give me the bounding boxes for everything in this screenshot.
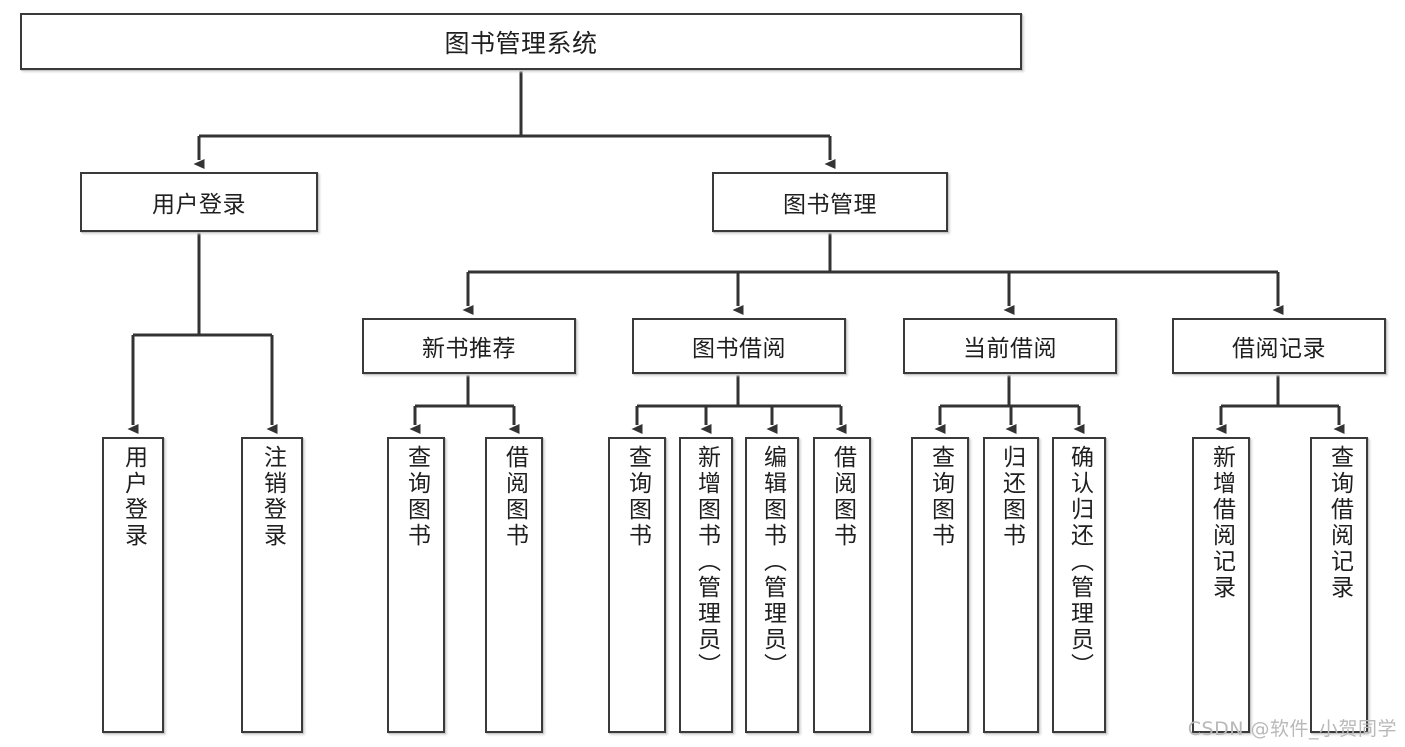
branch-node-current-borrow-label: 当前借阅 <box>963 336 1057 362</box>
leaf-node-leaf-user-logout[interactable]: 注销登录 <box>241 437 303 733</box>
branch-node-user-login[interactable]: 用户登录 <box>80 172 318 232</box>
branch-node-user-login-label: 用户登录 <box>152 192 246 218</box>
root-node-system-label: 图书管理系统 <box>444 28 598 58</box>
branch-node-book-management[interactable]: 图书管理 <box>712 172 948 232</box>
branch-node-current-borrow[interactable]: 当前借阅 <box>903 318 1117 374</box>
branch-node-borrow-record-label: 借阅记录 <box>1232 336 1326 362</box>
leaf-node-leaf-query-book-3-label: 查询图书 <box>927 445 954 549</box>
branch-node-new-book-recommend[interactable]: 新书推荐 <box>362 318 576 374</box>
branch-node-book-borrow[interactable]: 图书借阅 <box>632 318 846 374</box>
leaf-node-leaf-add-book-label: 新增图书（管理员） <box>693 445 720 679</box>
leaf-node-leaf-user-login-label: 用户登录 <box>120 445 147 549</box>
branch-node-book-borrow-label: 图书借阅 <box>692 336 786 362</box>
csdn-watermark: CSDN @软件_小贺同学 <box>1187 718 1397 740</box>
leaf-node-leaf-edit-book[interactable]: 编辑图书（管理员） <box>745 437 799 733</box>
leaf-node-leaf-borrow-book-2-label: 借阅图书 <box>829 445 856 549</box>
leaf-node-leaf-borrow-book-1[interactable]: 借阅图书 <box>485 437 543 733</box>
leaf-node-leaf-query-book-1[interactable]: 查询图书 <box>387 437 445 733</box>
branch-node-new-book-recommend-label: 新书推荐 <box>422 336 516 362</box>
leaf-node-leaf-confirm-return[interactable]: 确认归还（管理员） <box>1052 437 1106 733</box>
leaf-node-leaf-return-book-label: 归还图书 <box>998 445 1025 549</box>
leaf-node-leaf-add-book[interactable]: 新增图书（管理员） <box>679 437 733 733</box>
root-node-system[interactable]: 图书管理系统 <box>20 13 1022 70</box>
leaf-node-leaf-add-record[interactable]: 新增借阅记录 <box>1192 437 1250 733</box>
leaf-node-leaf-user-logout-label: 注销登录 <box>259 445 286 549</box>
leaf-node-leaf-add-record-label: 新增借阅记录 <box>1208 445 1235 601</box>
leaf-node-leaf-user-login[interactable]: 用户登录 <box>102 437 164 733</box>
leaf-node-leaf-query-book-2-label: 查询图书 <box>624 445 651 549</box>
leaf-node-leaf-query-record[interactable]: 查询借阅记录 <box>1310 437 1368 733</box>
leaf-node-leaf-confirm-return-label: 确认归还（管理员） <box>1066 445 1093 679</box>
leaf-node-leaf-query-book-1-label: 查询图书 <box>403 445 430 549</box>
leaf-node-leaf-borrow-book-2[interactable]: 借阅图书 <box>813 437 871 733</box>
leaf-node-leaf-query-record-label: 查询借阅记录 <box>1326 445 1353 601</box>
leaf-node-leaf-borrow-book-1-label: 借阅图书 <box>501 445 528 549</box>
leaf-node-leaf-query-book-2[interactable]: 查询图书 <box>608 437 666 733</box>
leaf-node-leaf-query-book-3[interactable]: 查询图书 <box>911 437 969 733</box>
leaf-node-leaf-edit-book-label: 编辑图书（管理员） <box>759 445 786 679</box>
branch-node-book-management-label: 图书管理 <box>783 192 877 218</box>
branch-node-borrow-record[interactable]: 借阅记录 <box>1172 318 1386 374</box>
leaf-node-leaf-return-book[interactable]: 归还图书 <box>983 437 1039 733</box>
